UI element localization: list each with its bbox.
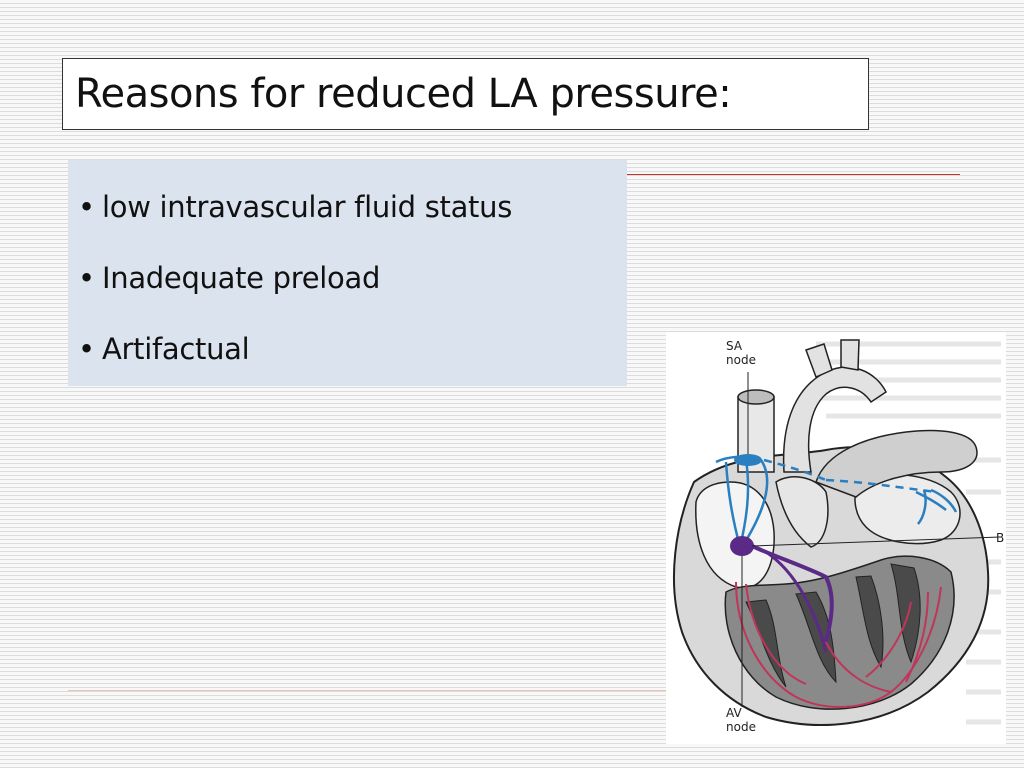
aortic-branch xyxy=(805,343,833,379)
heart-conduction-figure: SA node AV node B xyxy=(666,332,1006,744)
sa-node-label: node xyxy=(726,353,756,367)
heart-illustration: SA node AV node B xyxy=(673,339,1004,734)
aortic-branch xyxy=(840,339,860,371)
av-node-marker xyxy=(730,536,754,556)
decorative-bottom-rule xyxy=(68,690,668,691)
edge-letter-label: B xyxy=(996,531,1004,545)
pulmonary-trunk xyxy=(815,429,978,498)
left-bundle-branch xyxy=(765,550,828,653)
bullet-item: •low intravascular fluid status xyxy=(78,182,627,253)
bullet-item: •Artifactual xyxy=(78,324,627,395)
bullet-dot: • xyxy=(78,332,95,366)
bullet-text: Artifactual xyxy=(102,332,250,366)
right-atrium-chamber xyxy=(695,481,775,589)
av-node-label: AV xyxy=(726,706,742,720)
aortic-arch xyxy=(782,366,887,473)
bullet-text: low intravascular fluid status xyxy=(102,190,513,224)
bullet-dot: • xyxy=(78,190,95,224)
slide-title: Reasons for reduced LA pressure: xyxy=(75,71,732,117)
ascending-aorta xyxy=(775,476,829,548)
vena-cava-opening xyxy=(737,389,775,405)
bullet-text: Inadequate preload xyxy=(102,261,381,295)
sa-node-label: SA xyxy=(726,339,743,353)
bullet-panel: •low intravascular fluid status •Inadequ… xyxy=(68,160,627,386)
bullet-list: •low intravascular fluid status •Inadequ… xyxy=(78,182,627,395)
slide-title-box: Reasons for reduced LA pressure: xyxy=(62,58,869,130)
av-node-label: node xyxy=(726,720,756,734)
bundle-of-his xyxy=(751,544,834,643)
decorative-red-rule xyxy=(626,174,960,175)
papillary-muscles xyxy=(745,563,921,688)
bullet-item: •Inadequate preload xyxy=(78,253,627,324)
edge-leader-line xyxy=(751,536,1001,547)
sa-node-marker xyxy=(734,454,762,466)
bullet-dot: • xyxy=(78,261,95,295)
